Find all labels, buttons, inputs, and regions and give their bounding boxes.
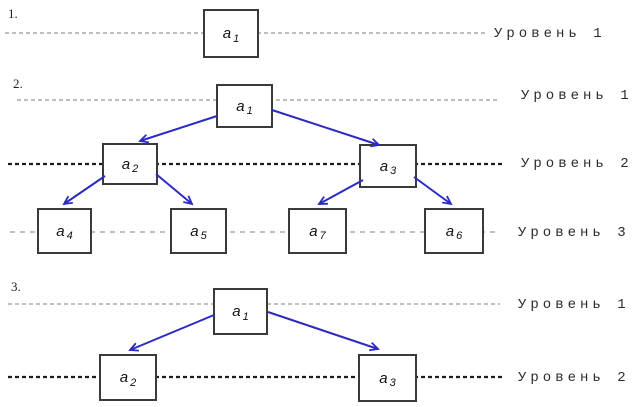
node-label-subscript: 3 bbox=[389, 377, 396, 389]
node-label-subscript: 3 bbox=[390, 165, 397, 177]
node-label-subscript: 2 bbox=[130, 376, 137, 389]
section2-edge-a1-a2 bbox=[138, 115, 218, 144]
section2-level3-label: Уровень 3 bbox=[518, 225, 630, 241]
section2-edge-a3-a6 bbox=[413, 176, 453, 206]
section2-number: 2. bbox=[13, 76, 23, 91]
section3-number: 3. bbox=[11, 279, 21, 294]
node-label-base: a bbox=[222, 25, 232, 42]
node-label-subscript: 2 bbox=[132, 163, 139, 175]
section2-edge-a2-a4 bbox=[62, 175, 106, 206]
section2-level2-label: Уровень 2 bbox=[521, 156, 633, 172]
section2-edge-a2-a5 bbox=[155, 173, 194, 206]
node-label-subscript: 1 bbox=[246, 105, 253, 117]
node-label-subscript: 1 bbox=[242, 310, 249, 323]
section1-number: 1. bbox=[8, 6, 18, 21]
section3-level2-label: Уровень 2 bbox=[518, 370, 630, 386]
section3-level1-label: Уровень 1 bbox=[518, 297, 630, 313]
node-label-subscript: 7 bbox=[319, 230, 326, 242]
node-label-base: a bbox=[309, 222, 318, 240]
node-label-base: a bbox=[445, 222, 455, 240]
node-label-base: a bbox=[379, 369, 388, 387]
node-label-base: a bbox=[56, 222, 65, 240]
node-label-subscript: 5 bbox=[200, 230, 207, 242]
section1-level1-label: Уровень 1 bbox=[494, 26, 606, 42]
node-label-base: a bbox=[379, 157, 389, 175]
node-label-base: a bbox=[119, 369, 129, 386]
node-label-base: a bbox=[121, 155, 131, 173]
node-label-subscript: 1 bbox=[233, 32, 240, 45]
node-label-subscript: 6 bbox=[456, 230, 463, 242]
section2-level1-label: Уровень 1 bbox=[521, 88, 633, 104]
section2-edge-a1-a3 bbox=[271, 109, 381, 148]
node-label-base: a bbox=[236, 97, 245, 115]
section3-edge-a1-a2 bbox=[128, 314, 215, 352]
node-label-subscript: 4 bbox=[66, 230, 73, 242]
node-label-base: a bbox=[190, 222, 199, 240]
section3-edge-a1-a3 bbox=[267, 311, 380, 352]
section2-edge-a3-a7 bbox=[317, 179, 364, 205]
node-label-base: a bbox=[232, 303, 241, 320]
